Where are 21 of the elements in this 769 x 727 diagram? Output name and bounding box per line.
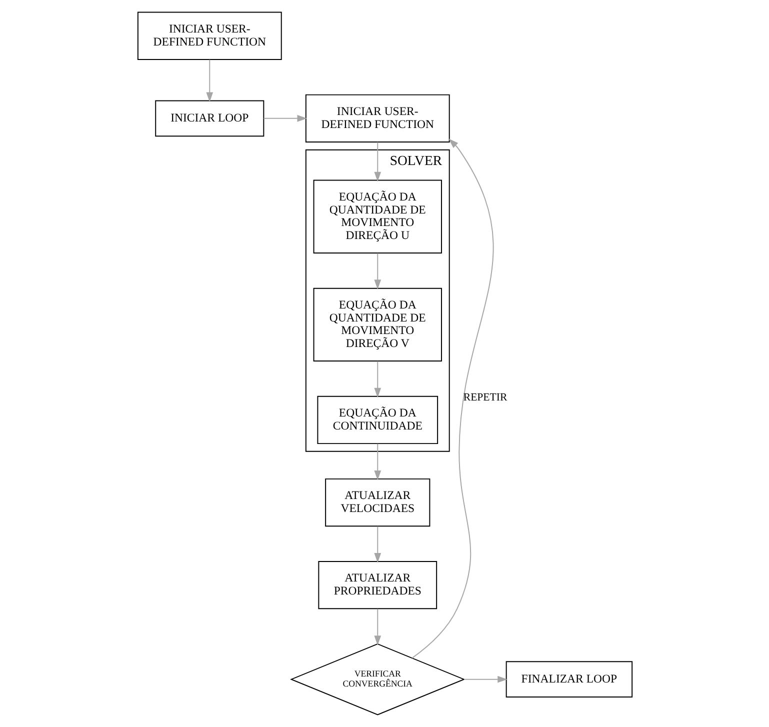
arrow xyxy=(262,114,307,122)
node-box: INICIAR LOOP xyxy=(154,100,264,137)
node-box: ATUALIZAR PROPRIEDADES xyxy=(318,560,437,610)
arrow xyxy=(374,526,381,563)
arrow xyxy=(411,138,494,659)
node-diamond: VERIFICAR CONVERGÊNCIA xyxy=(290,643,465,716)
node-box: ATUALIZAR VELOCIDAES xyxy=(324,478,430,527)
node-box: INICIAR USER-DEFINED FUNCTION xyxy=(304,94,450,142)
arrow xyxy=(374,443,381,480)
arrow xyxy=(206,59,213,102)
node-box: EQUAÇÃO DA QUANTIDADE DE MOVIMENTO DIREÇÃO V xyxy=(312,288,442,362)
node-box: FINALIZAR LOOP xyxy=(505,661,632,698)
edge-label: REPETIR xyxy=(462,391,507,404)
arrow xyxy=(463,676,507,683)
node-box: INICIAR USER-DEFINED FUNCTION xyxy=(136,12,282,60)
arrow xyxy=(374,252,381,290)
arrow xyxy=(374,608,381,646)
arrow xyxy=(374,142,381,182)
arrow xyxy=(374,360,381,398)
node-box: EQUAÇÃO DA CONTINUIDADE xyxy=(316,396,438,444)
node-box: EQUAÇÃO DA QUANTIDADE DE MOVIMENTO DIREÇÃO U xyxy=(312,180,442,254)
